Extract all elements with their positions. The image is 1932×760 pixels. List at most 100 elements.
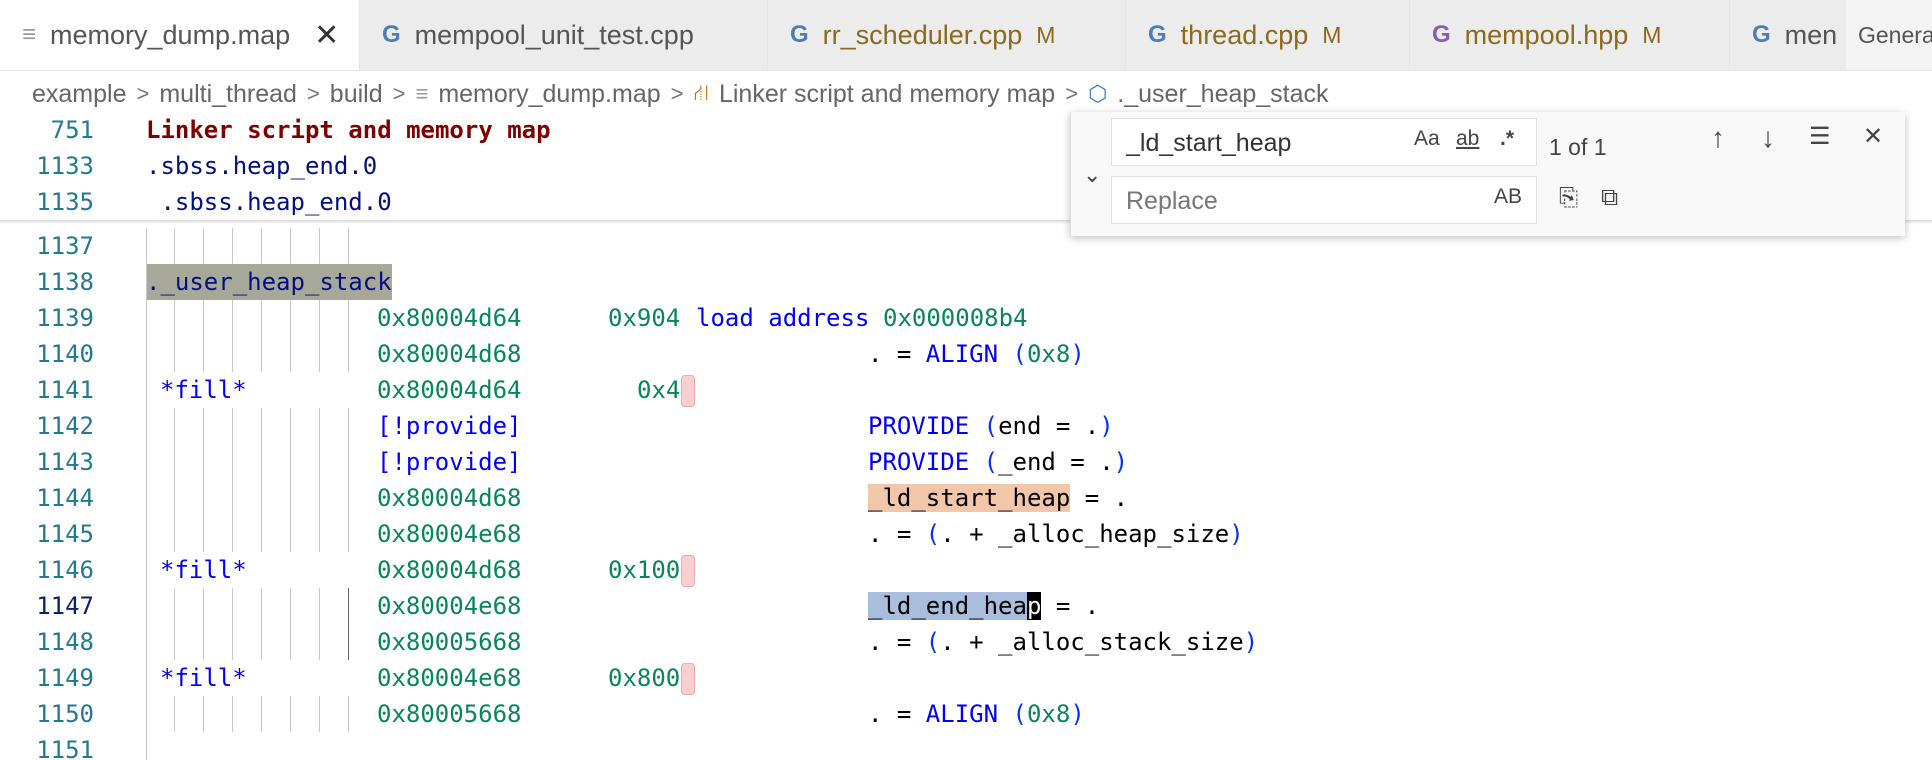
tab-thread[interactable]: G thread.cpp M xyxy=(1126,0,1410,70)
tab-overflow-edge[interactable]: Genera xyxy=(1846,0,1932,70)
expression: PROVIDE (_end = .) xyxy=(868,448,1129,476)
replace-input[interactable] xyxy=(1124,184,1418,218)
code-line[interactable]: 1151 xyxy=(0,732,1932,760)
breadcrumb-item[interactable]: example xyxy=(32,79,127,108)
fill-marker: *fill* xyxy=(160,376,247,404)
code-line[interactable]: 1138 ._user_heap_stack xyxy=(0,264,1932,300)
expression: . = (. + _alloc_stack_size) xyxy=(868,628,1259,656)
cpp-file-icon: G xyxy=(382,21,401,48)
chevron-right-icon: > xyxy=(136,81,150,106)
breadcrumb-item[interactable]: Linker script and memory map xyxy=(718,79,1056,108)
code-line[interactable]: 1150 0x80005668 . = ALIGN (0x8) xyxy=(0,696,1932,732)
header-file-icon: G xyxy=(1432,21,1451,48)
address: 0x80004d68 xyxy=(377,484,522,512)
cpp-file-icon: G xyxy=(790,21,809,48)
indent-guide xyxy=(203,228,204,264)
close-icon[interactable]: ✕ xyxy=(1863,123,1884,150)
tab-mempool-hpp[interactable]: G mempool.hpp M xyxy=(1410,0,1730,70)
code-line[interactable]: 1146 *fill* 0x80004d68 0x100 xyxy=(0,552,1932,588)
indent-guide xyxy=(348,228,349,264)
line-number: 1144 xyxy=(36,484,94,512)
whitespace-warning-marker xyxy=(681,375,696,407)
code-line[interactable]: 1142 [!provide] PROVIDE (end = .) xyxy=(0,408,1932,444)
expression: _ld_start_heap = . xyxy=(868,484,1129,512)
sticky-line[interactable]: 751 Linker script and memory map xyxy=(0,112,1932,148)
indent-guide xyxy=(261,228,262,264)
expression: . = ALIGN (0x8) xyxy=(868,700,1085,728)
tab-label: thread.cpp xyxy=(1180,19,1309,50)
line-number: 1135 xyxy=(36,188,94,216)
breadcrumb-item[interactable]: build xyxy=(329,79,383,108)
code-line[interactable]: 1139 0x80004d64 0x904 load address 0x000… xyxy=(0,300,1932,336)
expression: _ld_end_heap = . xyxy=(868,592,1100,620)
match-count: 1 of 1 xyxy=(1549,134,1607,160)
match-case-icon[interactable]: Aa xyxy=(1414,127,1440,150)
breadcrumb-item[interactable]: ._user_heap_stack xyxy=(1117,79,1329,108)
code-line[interactable]: 1144 0x80004d68 _ld_start_heap = . xyxy=(0,480,1932,516)
tab-label: rr_scheduler.cpp xyxy=(822,19,1023,50)
expression: PROVIDE (end = .) xyxy=(868,412,1114,440)
word-highlight: _ld_end_hea xyxy=(868,592,1027,620)
breadcrumb-item[interactable]: multi_thread xyxy=(159,79,297,108)
modified-badge: M xyxy=(1642,21,1662,48)
code-line[interactable]: 1149 *fill* 0x80004e68 0x800 xyxy=(0,660,1932,696)
fill-marker: *fill* xyxy=(160,664,247,692)
code-line[interactable]: 1145 0x80004e68 . = (. + _alloc_heap_siz… xyxy=(0,516,1932,552)
chevron-right-icon: > xyxy=(392,81,406,106)
replace-all-icon[interactable]: ⧉ xyxy=(1601,184,1619,211)
indent-guide xyxy=(319,228,320,264)
code-text: .sbss.heap_end.0 xyxy=(146,188,392,216)
line-number: 1143 xyxy=(36,448,94,476)
next-match-icon[interactable]: ↓ xyxy=(1761,122,1775,153)
regex-icon[interactable]: .* xyxy=(1500,127,1515,150)
previous-match-icon[interactable]: ↑ xyxy=(1711,122,1725,153)
line-number: 1148 xyxy=(36,628,94,656)
code-line-current[interactable]: 1147 0x80004e68 _ld_end_heap = . xyxy=(0,588,1932,624)
code-line[interactable]: 1141 *fill* 0x80004d64 0x4 xyxy=(0,372,1932,408)
sticky-line[interactable]: 1133 .sbss.heap_end.0 xyxy=(0,148,1932,184)
address: 0x80005668 xyxy=(377,628,522,656)
sticky-line[interactable]: 1135 .sbss.heap_end.0 xyxy=(0,184,1932,220)
line-number: 1151 xyxy=(36,736,94,760)
expression: . = (. + _alloc_heap_size) xyxy=(868,520,1244,548)
tab-memory-dump-map[interactable]: ≡ memory_dump.map ✕ xyxy=(0,0,360,70)
size: 0x904 xyxy=(608,304,681,332)
cpp-file-icon: G xyxy=(1752,21,1771,48)
indent-guide xyxy=(290,228,291,264)
line-number: 1140 xyxy=(36,340,94,368)
tab-label: men xyxy=(1784,19,1838,50)
close-icon[interactable]: ✕ xyxy=(314,18,340,52)
code-line[interactable]: 1140 0x80004d68 . = ALIGN (0x8) xyxy=(0,336,1932,372)
code-line[interactable]: 1137 xyxy=(0,228,1932,264)
tab-bar: ≡ memory_dump.map ✕ G mempool_unit_test.… xyxy=(0,0,1932,71)
tab-label: mempool_unit_test.cpp xyxy=(414,19,694,50)
match-whole-word-icon[interactable]: ab xyxy=(1456,127,1480,150)
address: 0x80004d64 xyxy=(377,376,522,404)
tab-overflow-label: Genera xyxy=(1858,21,1932,48)
file-text-icon: ≡ xyxy=(415,81,429,106)
sticky-scroll-divider xyxy=(0,220,1932,224)
find-input[interactable] xyxy=(1124,126,1418,160)
code-line[interactable]: 1143 [!provide] PROVIDE (_end = .) xyxy=(0,444,1932,480)
address: 0x80004e68 xyxy=(377,592,522,620)
line-number: 1145 xyxy=(36,520,94,548)
find-in-selection-icon[interactable]: ☰ xyxy=(1809,123,1831,150)
text-cursor: p xyxy=(1026,592,1042,620)
address: 0x80004d68 xyxy=(377,556,522,584)
address: 0x80004d64 xyxy=(377,304,522,332)
code-text: .sbss.heap_end.0 xyxy=(146,152,378,180)
code-text: Linker script and memory map xyxy=(146,116,551,144)
breadcrumb-item[interactable]: memory_dump.map xyxy=(438,79,661,108)
code-line[interactable]: 1148 0x80005668 . = (. + _alloc_stack_si… xyxy=(0,624,1932,660)
tab-rr-scheduler[interactable]: G rr_scheduler.cpp M xyxy=(768,0,1126,70)
chevron-down-icon[interactable]: ⌄ xyxy=(1083,162,1102,187)
expression: . = ALIGN (0x8) xyxy=(868,340,1085,368)
preserve-case-icon[interactable]: AB xyxy=(1494,185,1523,208)
tab-mempool-unit-test[interactable]: G mempool_unit_test.cpp xyxy=(360,0,768,70)
modified-badge: M xyxy=(1322,21,1342,48)
tab-overflow-file[interactable]: G men xyxy=(1730,0,1850,70)
code-editor[interactable]: 751 Linker script and memory map 1133 .s… xyxy=(0,112,1932,760)
tab-label: memory_dump.map xyxy=(50,19,291,50)
keyword: load address xyxy=(696,304,870,332)
replace-icon[interactable]: ⎘ xyxy=(1559,184,1579,211)
